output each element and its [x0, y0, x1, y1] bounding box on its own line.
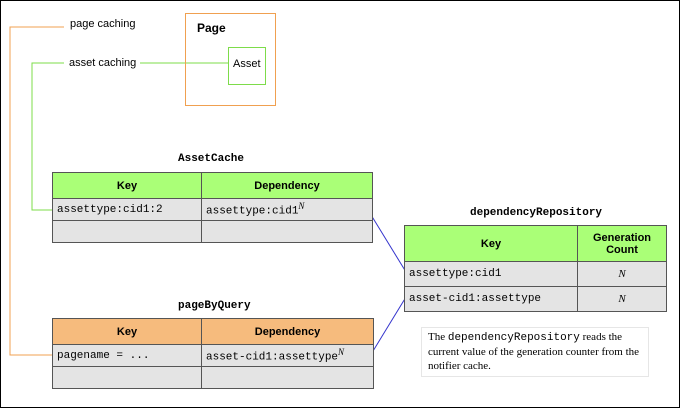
page-caching-connector — [9, 26, 64, 356]
column-header-dependency: Dependency — [201, 318, 374, 345]
page-box: Page Asset — [185, 13, 276, 106]
generation-superscript: N — [298, 201, 305, 212]
column-header-key: Key — [404, 225, 578, 262]
generation-count-cell: N — [577, 286, 667, 312]
asset-caching-label: asset caching — [69, 57, 137, 69]
page-by-query-title: pageByQuery — [178, 300, 251, 312]
note-code: dependencyRepository — [447, 332, 580, 344]
asset-caching-connector — [31, 62, 64, 211]
dependency-repository-title: dependencyRepository — [470, 207, 603, 219]
table-row: pagename = ... asset-cid1:assettypeN — [52, 344, 374, 367]
asset-cache-title: AssetCache — [178, 153, 245, 165]
table-row — [52, 366, 374, 389]
column-header-generation-count: Generation Count — [577, 225, 667, 262]
table-row: assettype:cid1:2 assettype:cid1N — [52, 198, 373, 221]
key-cell: pagename = ... — [52, 344, 202, 367]
page-by-query-table: Key Dependency pagename = ... asset-cid1… — [52, 318, 374, 389]
page-by-query-header-row: Key Dependency — [52, 318, 374, 345]
explanation-note: The dependencyRepository reads the curre… — [421, 327, 649, 377]
asset-cache-header-row: Key Dependency — [52, 172, 373, 199]
key-cell: assettype:cid1 — [404, 261, 578, 287]
dependency-repository-header-row: Key Generation Count — [404, 225, 667, 262]
dependency-text: assettype:cid1 — [206, 205, 299, 218]
key-cell — [52, 220, 202, 243]
asset-cache-table: Key Dependency assettype:cid1:2 assettyp… — [52, 172, 373, 243]
column-header-dependency: Dependency — [201, 172, 373, 199]
note-suffix: reads the current value of the generatio… — [428, 331, 640, 372]
page-box-label: Page — [197, 21, 226, 35]
dependency-cell: asset-cid1:assettypeN — [201, 344, 374, 367]
key-cell — [52, 366, 202, 389]
dependency-cell — [201, 366, 374, 389]
dependency-repository-table: Key Generation Count assettype:cid1 N as… — [404, 225, 667, 312]
column-header-key: Key — [52, 172, 202, 199]
asset-box-label: Asset — [233, 58, 261, 70]
dependency-cell — [201, 220, 373, 243]
table-row: assettype:cid1 N — [404, 261, 667, 287]
key-cell: asset-cid1:assettype — [404, 286, 578, 312]
generation-count-cell: N — [577, 261, 667, 287]
column-header-key: Key — [52, 318, 202, 345]
table-row: asset-cid1:assettype N — [404, 286, 667, 312]
generation-superscript: N — [338, 347, 345, 358]
note-prefix: The — [428, 331, 448, 343]
dependency-cell: assettype:cid1N — [201, 198, 373, 221]
asset-box: Asset — [228, 47, 266, 85]
key-cell: assettype:cid1:2 — [52, 198, 202, 221]
dependency-text: asset-cid1:assettype — [206, 351, 339, 364]
dependency-link-asset — [367, 209, 407, 273]
table-row — [52, 220, 373, 243]
dependency-link-page — [369, 296, 407, 357]
page-caching-label: page caching — [70, 18, 136, 30]
